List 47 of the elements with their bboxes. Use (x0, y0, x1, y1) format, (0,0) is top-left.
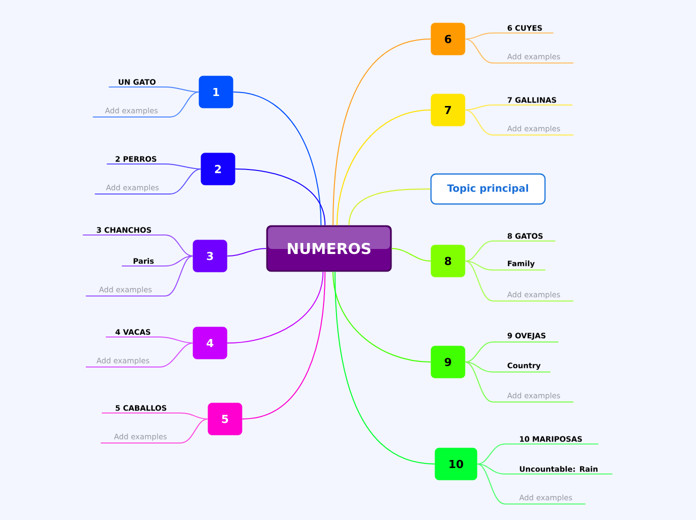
branch-line (85, 342, 194, 368)
branch-line (476, 444, 599, 464)
branch-line (476, 464, 613, 474)
branch-line (92, 92, 200, 118)
branch-line (232, 92, 322, 226)
topic-box: 1 (198, 76, 234, 108)
topic-box: 3 (192, 240, 228, 272)
branch-line (226, 271, 324, 344)
branch-line (464, 260, 546, 270)
branch-line (464, 240, 556, 262)
topic-box: 6 (430, 22, 466, 56)
branch-line (226, 248, 267, 256)
branch-line (464, 110, 574, 136)
branch-line (336, 110, 432, 226)
topic-box: 8 (430, 244, 466, 278)
topic-box: Topic principal (430, 173, 546, 205)
central-topic-box: NUMEROS (266, 225, 392, 272)
branch-line (100, 418, 208, 444)
branch-line (106, 164, 202, 170)
branch-line (82, 234, 194, 256)
branch-line (85, 256, 194, 296)
branch-line (464, 104, 573, 110)
branch-line (108, 86, 200, 92)
branch-line (334, 271, 436, 464)
branch-line (348, 188, 431, 226)
branch-line (464, 362, 574, 402)
branch-line (94, 168, 202, 194)
topic-box: 10 (434, 448, 478, 480)
branch-line (105, 336, 194, 344)
topic-box: 7 (430, 94, 466, 126)
branch-line (391, 248, 432, 262)
topic-box: 5 (208, 402, 242, 436)
branch-line (101, 412, 208, 420)
topic-box: 9 (430, 346, 466, 378)
branch-line (476, 464, 586, 504)
branch-line (464, 260, 574, 302)
branch-line (234, 168, 326, 226)
branch-line (121, 256, 194, 266)
branch-line (464, 32, 554, 40)
branch-line (464, 342, 559, 362)
branch-line (242, 271, 326, 420)
branch-line (464, 38, 574, 64)
topic-box: 4 (192, 326, 228, 360)
branch-line (332, 271, 432, 362)
branch-line (464, 362, 551, 372)
topic-box: 2 (200, 152, 236, 186)
branch-line (332, 38, 432, 226)
